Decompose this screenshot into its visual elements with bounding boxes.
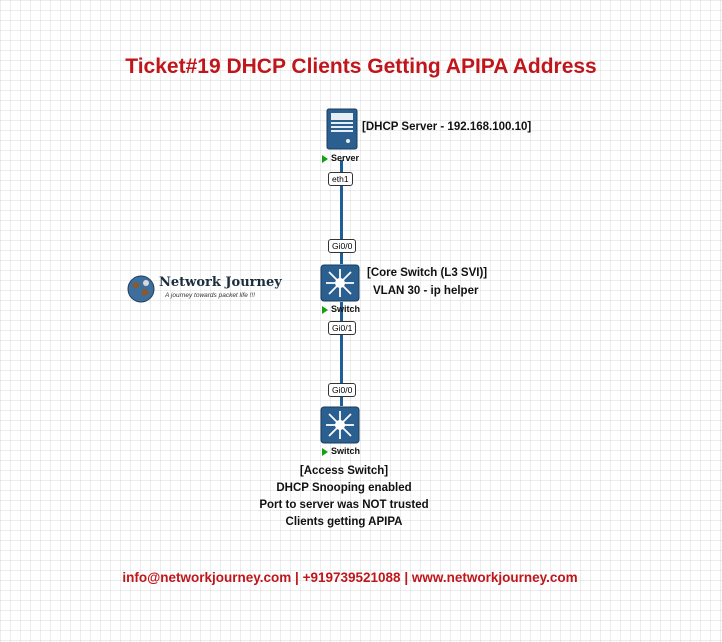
link-core-access: [340, 302, 343, 406]
core-port-bottom-label: Gi0/1: [328, 321, 357, 335]
server-port-label: eth1: [328, 172, 353, 186]
access-label-line3: Port to server was NOT trusted: [259, 499, 429, 511]
network-journey-logo: Network Journey A journey towards packet…: [127, 275, 297, 305]
play-icon: [322, 154, 328, 163]
server-label: [DHCP Server - 192.168.100.10]: [362, 121, 532, 133]
play-icon: [322, 305, 328, 314]
play-icon: [322, 447, 328, 456]
access-label-line2: DHCP Snooping enabled: [276, 482, 412, 494]
access-device-label: Switch: [322, 446, 360, 456]
server-device-label: Server: [322, 153, 359, 163]
logo-name: Network Journey: [159, 275, 282, 290]
link-server-core: [340, 160, 343, 264]
access-label-line1: [Access Switch]: [299, 465, 389, 477]
core-device-label: Switch: [322, 304, 360, 314]
core-port-top-label: Gi0/0: [328, 239, 357, 253]
globe-icon: [127, 275, 155, 303]
access-label-line4: Clients getting APIPA: [285, 516, 403, 528]
core-switch-icon[interactable]: [320, 264, 360, 302]
access-switch-icon[interactable]: [320, 406, 360, 444]
server-icon[interactable]: [326, 108, 358, 150]
footer-contact: info@networkjourney.com | +919739521088 …: [122, 570, 578, 585]
core-label-line2: VLAN 30 - ip helper: [373, 285, 479, 297]
core-label-line1: [Core Switch (L3 SVI)]: [367, 267, 488, 279]
access-port-top-label: Gi0/0: [328, 383, 357, 397]
access-label-block: [Access Switch] DHCP Snooping enabled Po…: [244, 463, 444, 531]
diagram-title: Ticket#19 DHCP Clients Getting APIPA Add…: [125, 55, 597, 78]
logo-tagline: A journey towards packet life !!!: [165, 292, 256, 299]
